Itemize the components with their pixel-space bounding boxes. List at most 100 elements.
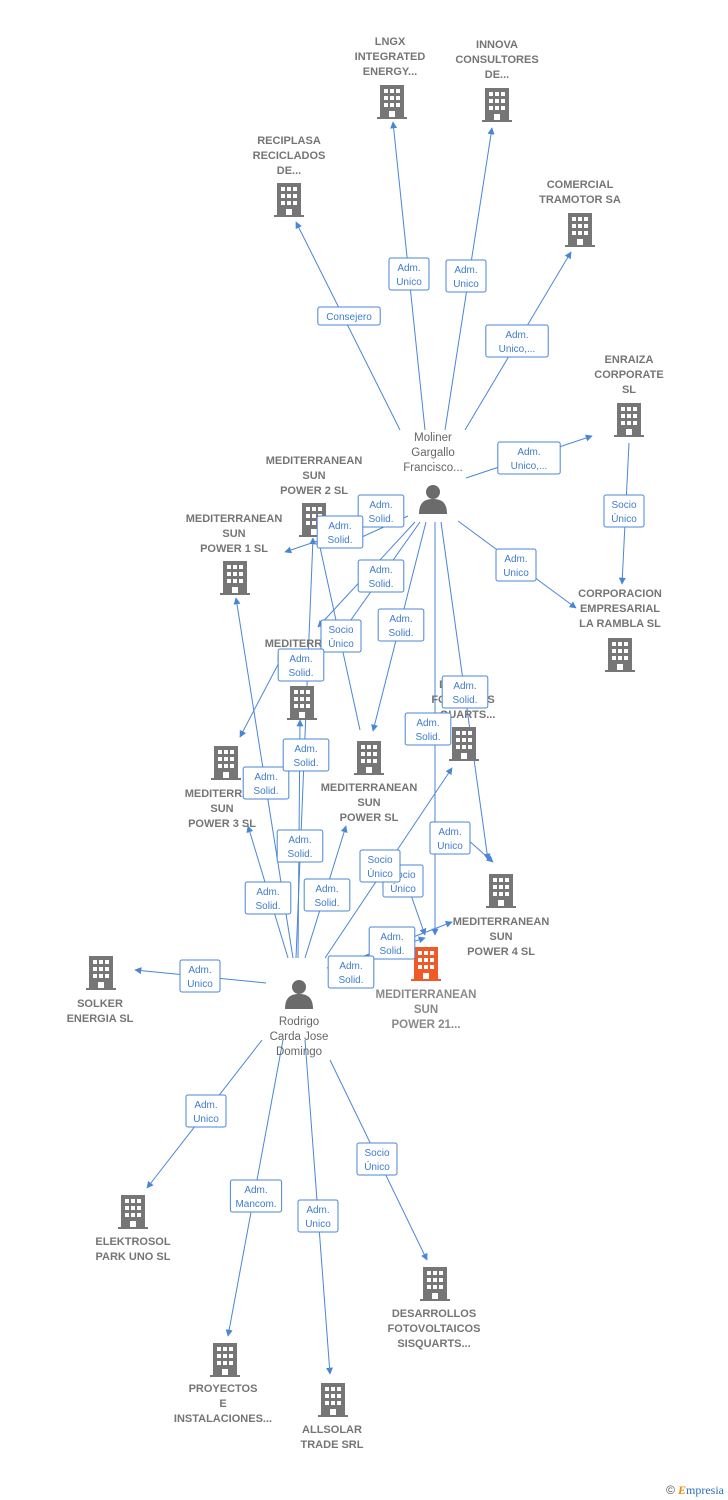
- edge-label-box: [495, 548, 537, 582]
- node-label: INNOVA: [476, 39, 518, 51]
- edge-label-text: Adm.: [188, 965, 211, 976]
- company-node[interactable]: LNGXINTEGRATEDENERGY...: [355, 36, 426, 119]
- edge-label-box: [244, 881, 292, 915]
- edge-label[interactable]: Adm.Solid.: [357, 494, 405, 528]
- node-label: POWER 4 SL: [467, 946, 535, 958]
- relationship-edge: [295, 221, 401, 431]
- company-node[interactable]: PROYECTOSEINSTALACIONES...: [174, 1343, 272, 1425]
- node-label: POWER SL: [340, 812, 399, 824]
- building-icon: [318, 1383, 348, 1417]
- building-icon: [377, 85, 407, 119]
- company-node[interactable]: MEDITERRANEAN SUN POWER 2 SL: [266, 455, 363, 537]
- edge-label-box: [282, 738, 330, 772]
- node-label: MEDITERRANEAN: [321, 782, 418, 794]
- edge-label[interactable]: Consejero: [317, 306, 381, 326]
- edge-label[interactable]: Adm.Unico: [185, 1094, 227, 1128]
- edge-label[interactable]: Adm.Solid.: [357, 559, 405, 593]
- edge-label-text: Unico,...: [511, 461, 548, 472]
- edge-label-box: [179, 959, 221, 993]
- node-label: TRAMOTOR SA: [539, 194, 621, 206]
- edge-label-box: [356, 1142, 398, 1176]
- node-label: DE...: [485, 69, 509, 81]
- edge-label[interactable]: Adm.Solid.: [282, 738, 330, 772]
- edge-label-text: Unico: [453, 279, 479, 290]
- brand-footer: © Empresia: [666, 1483, 724, 1498]
- edge-label[interactable]: Adm.Solid.: [316, 515, 364, 549]
- edge-label[interactable]: Adm.Solid.: [244, 881, 292, 915]
- edge-label[interactable]: Adm.Solid.: [377, 608, 425, 642]
- node-label: POWER 2 SL: [280, 485, 348, 497]
- building-icon: [614, 403, 644, 437]
- edge-label[interactable]: Adm.Unico,...: [485, 324, 549, 358]
- node-label: E: [219, 1398, 226, 1410]
- edge-label[interactable]: Adm.Unico: [445, 259, 487, 293]
- company-node[interactable]: INNOVACONSULTORESDE...: [455, 39, 539, 122]
- node-label: SUN: [302, 470, 325, 482]
- edge-label[interactable]: Adm.Unico: [297, 1199, 339, 1233]
- edge-label-box: [445, 259, 487, 293]
- edge-label[interactable]: Adm.Unico: [495, 548, 537, 582]
- node-label: TRADE SRL: [301, 1439, 364, 1451]
- node-label: MEDITERRANEAN: [266, 455, 363, 467]
- company-node[interactable]: DESARROLLOSFOTOVOLTAICOSSISQUARTS...: [388, 1267, 481, 1350]
- edge-label-box: [297, 1199, 339, 1233]
- edge-label-text: Solid.: [288, 668, 313, 679]
- edge-label-box: [359, 849, 401, 883]
- edge-label[interactable]: Adm.Unico: [388, 257, 430, 291]
- edge-label-text: Adm.: [389, 614, 412, 625]
- edge-label-text: Adm.: [256, 887, 279, 898]
- edge-label[interactable]: Adm.Solid.: [277, 648, 325, 682]
- node-label: INSTALACIONES...: [174, 1413, 272, 1425]
- edge-label-text: Adm.: [194, 1100, 217, 1111]
- node-label: Carda Jose: [270, 1031, 329, 1043]
- building-icon: [482, 88, 512, 122]
- edge-label-text: Socio: [611, 500, 636, 511]
- edge-label[interactable]: Adm.Unico: [179, 959, 221, 993]
- node-label: SUN: [210, 803, 233, 815]
- edge-label[interactable]: Adm.Unico: [429, 821, 471, 855]
- edge-label-text: Adm.: [438, 827, 461, 838]
- edge-label[interactable]: Adm.Solid.: [327, 955, 375, 989]
- building-icon: [354, 741, 384, 775]
- edge-label-box: [229, 1179, 283, 1213]
- person-node[interactable]: MolinerGargalloFrancisco...: [403, 432, 463, 514]
- person-icon: [419, 485, 447, 514]
- company-node[interactable]: RECIPLASARECICLADOSDE...: [253, 135, 326, 217]
- edge-label[interactable]: Adm.Solid.: [441, 675, 489, 709]
- edge-label[interactable]: Adm.Solid.: [242, 766, 290, 800]
- edge-label-text: Adm.: [517, 447, 540, 458]
- edge-label-box: [485, 324, 549, 358]
- node-label: Moliner: [414, 432, 452, 444]
- node-label: DESARROLLOS: [392, 1308, 476, 1320]
- node-label: CORPORACION: [578, 588, 662, 600]
- edge-label[interactable]: Adm.Solid.: [276, 829, 324, 863]
- edge-label[interactable]: Adm.Mancom.: [229, 1179, 283, 1213]
- edge-label[interactable]: Adm. Unico,...: [497, 441, 561, 475]
- building-icon: [565, 213, 595, 247]
- edge-label[interactable]: Adm.Solid.: [404, 712, 452, 746]
- edge-label[interactable]: Adm.Solid.: [303, 878, 351, 912]
- edge-label-box: [320, 619, 362, 653]
- edge-label-text: Adm.: [380, 932, 403, 943]
- edge-label-text: Solid.: [379, 946, 404, 957]
- edge-label-text: Adm.: [254, 772, 277, 783]
- edge-label[interactable]: Adm. Solid.: [368, 926, 416, 960]
- edge-label-box: [377, 608, 425, 642]
